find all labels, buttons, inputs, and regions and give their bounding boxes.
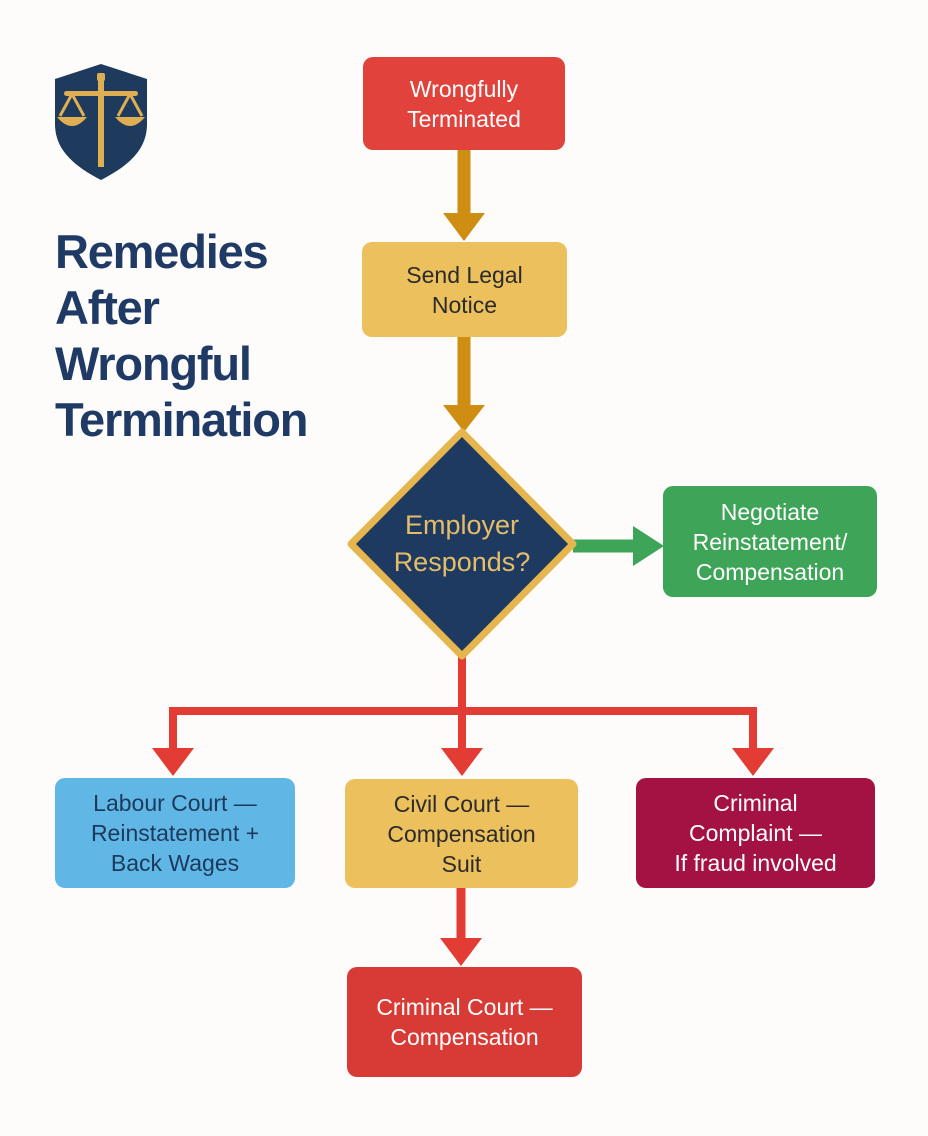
decision-diamond-shape bbox=[347, 428, 577, 660]
node-wrongfully-terminated: Wrongfully Terminated bbox=[363, 57, 565, 150]
page-title-line: Remedies bbox=[55, 225, 269, 278]
arrow-to-civil-head bbox=[441, 748, 483, 776]
node-criminal-court: Criminal Court — Compensation bbox=[347, 967, 582, 1077]
logo-shield bbox=[52, 62, 150, 182]
arrow-start-to-notice-head bbox=[443, 213, 485, 241]
arrow-to-labour-head bbox=[152, 748, 194, 776]
arrow-decision-to-negotiate-head bbox=[633, 526, 664, 566]
arrow-civil-to-crimcourt-head bbox=[440, 938, 482, 966]
arrow-to-complaint-head bbox=[732, 748, 774, 776]
node-negotiate-reinstatement: Negotiate Reinstatement/ Compensation bbox=[663, 486, 877, 597]
node-send-legal-notice: Send Legal Notice bbox=[362, 242, 567, 337]
scales-icon bbox=[57, 73, 145, 167]
page-title: Remedies After Wrongful Termination bbox=[55, 224, 308, 448]
node-employer-responds: Employer Responds? bbox=[346, 427, 578, 661]
decision-label: Employer Responds? bbox=[393, 510, 531, 577]
page-title-line: Termination bbox=[55, 393, 308, 446]
page-title-line: After bbox=[55, 281, 160, 334]
scales-of-justice-shield-icon bbox=[55, 64, 147, 180]
node-labour-court: Labour Court — Reinstatement + Back Wage… bbox=[55, 778, 295, 888]
node-criminal-complaint: Criminal Complaint — If fraud involved bbox=[636, 778, 875, 888]
page-title-line: Wrongful bbox=[55, 337, 252, 390]
node-civil-court: Civil Court — Compensation Suit bbox=[345, 779, 578, 888]
